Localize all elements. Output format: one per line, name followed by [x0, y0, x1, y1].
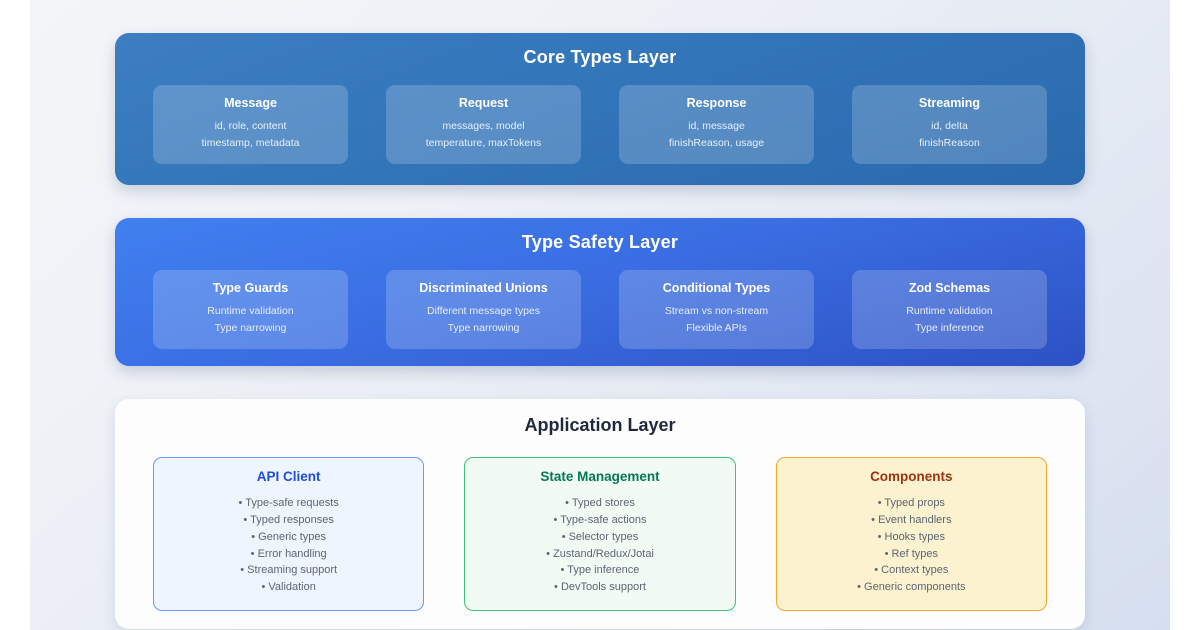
- core-card-response-title: Response: [686, 95, 747, 110]
- application-layer-title: Application Layer: [524, 415, 676, 435]
- app-panel-state-management-item-5: • Type inference: [560, 564, 640, 577]
- core-types-layer-title: Core Types Layer: [523, 47, 677, 67]
- core-card-request-line-2: temperature, maxTokens: [425, 137, 542, 150]
- safety-card-zod-schemas-line-2: Type inference: [915, 322, 984, 335]
- app-panel-components-item-5: • Context types: [874, 564, 949, 577]
- safety-card-type-guards-line-2: Type narrowing: [214, 322, 287, 335]
- safety-card-conditional-types-title: Conditional Types: [662, 280, 771, 295]
- app-panel-components-item-1: • Typed props: [877, 497, 945, 510]
- application-layer-card-row: API Client • Type-safe requests • Typed …: [153, 456, 1047, 611]
- core-card-response-line-1: id, message: [688, 120, 745, 133]
- app-panel-state-management-title: State Management: [540, 468, 660, 484]
- application-layer: Application Layer API Client • Type-safe…: [115, 399, 1085, 629]
- core-card-message-line-2: timestamp, metadata: [201, 137, 300, 150]
- core-card-streaming-line-2: finishReason: [919, 137, 980, 150]
- app-panel-state-management[interactable]: State Management • Typed stores • Type-s…: [464, 456, 736, 611]
- app-panel-components-item-4: • Ref types: [884, 547, 938, 560]
- core-card-response[interactable]: Response id, message finishReason, usage: [619, 84, 814, 165]
- core-card-response-line-2: finishReason, usage: [668, 137, 765, 150]
- core-card-streaming[interactable]: Streaming id, delta finishReason: [852, 84, 1047, 165]
- app-panel-components-item-6: • Generic components: [857, 581, 966, 594]
- type-safety-layer: Type Safety Layer Type Guards Runtime va…: [115, 218, 1085, 366]
- core-card-request-line-1: messages, model: [442, 120, 525, 133]
- safety-card-zod-schemas-line-1: Runtime validation: [906, 305, 993, 318]
- core-types-card-row: Message id, role, content timestamp, met…: [153, 84, 1047, 165]
- app-panel-api-client-item-4: • Error handling: [250, 547, 327, 560]
- safety-card-conditional-types[interactable]: Conditional Types Stream vs non-stream F…: [619, 269, 814, 350]
- core-card-message-line-1: id, role, content: [214, 120, 287, 133]
- core-card-streaming-line-1: id, delta: [931, 120, 968, 133]
- app-panel-state-management-item-1: • Typed stores: [565, 497, 635, 510]
- safety-card-type-guards-title: Type Guards: [212, 280, 289, 295]
- app-panel-state-management-item-6: • DevTools support: [554, 581, 646, 594]
- core-card-request[interactable]: Request messages, model temperature, max…: [386, 84, 581, 165]
- app-panel-components[interactable]: Components • Typed props • Event handler…: [775, 456, 1047, 611]
- app-panel-components-item-2: • Event handlers: [871, 514, 952, 527]
- type-safety-layer-title: Type Safety Layer: [521, 232, 679, 252]
- core-card-request-title: Request: [458, 95, 509, 110]
- safety-card-discriminated-unions-title: Discriminated Unions: [419, 280, 548, 295]
- safety-card-type-guards-line-1: Runtime validation: [207, 305, 294, 318]
- app-panel-state-management-item-3: • Selector types: [561, 530, 639, 543]
- app-panel-state-management-item-2: • Type-safe actions: [553, 514, 647, 527]
- safety-card-discriminated-unions[interactable]: Discriminated Unions Different message t…: [386, 269, 581, 350]
- diagram-stage: Core Types Layer Message id, role, conte…: [30, 0, 1170, 630]
- app-panel-api-client[interactable]: API Client • Type-safe requests • Typed …: [153, 456, 425, 611]
- safety-card-discriminated-unions-line-1: Different message types: [426, 305, 541, 318]
- safety-card-zod-schemas[interactable]: Zod Schemas Runtime validation Type infe…: [852, 269, 1047, 350]
- type-safety-card-row: Type Guards Runtime validation Type narr…: [153, 269, 1047, 350]
- app-panel-api-client-item-5: • Streaming support: [240, 564, 338, 577]
- core-card-message[interactable]: Message id, role, content timestamp, met…: [153, 84, 348, 165]
- app-panel-components-title: Components: [870, 468, 953, 484]
- core-card-message-title: Message: [224, 95, 277, 110]
- core-types-layer: Core Types Layer Message id, role, conte…: [115, 33, 1085, 185]
- app-panel-api-client-item-2: • Typed responses: [243, 514, 334, 527]
- safety-card-type-guards[interactable]: Type Guards Runtime validation Type narr…: [153, 269, 348, 350]
- app-panel-components-item-3: • Hooks types: [877, 530, 946, 543]
- app-panel-api-client-item-6: • Validation: [261, 581, 316, 594]
- app-panel-api-client-title: API Client: [256, 468, 321, 484]
- core-card-streaming-title: Streaming: [918, 95, 981, 110]
- app-panel-api-client-item-1: • Type-safe requests: [238, 497, 339, 510]
- safety-card-discriminated-unions-line-2: Type narrowing: [447, 322, 520, 335]
- safety-card-conditional-types-line-1: Stream vs non-stream: [664, 305, 769, 318]
- app-panel-api-client-item-3: • Generic types: [251, 530, 327, 543]
- app-panel-state-management-item-4: • Zustand/Redux/Jotai: [546, 547, 654, 560]
- safety-card-zod-schemas-title: Zod Schemas: [908, 280, 991, 295]
- safety-card-conditional-types-line-2: Flexible APIs: [686, 322, 747, 335]
